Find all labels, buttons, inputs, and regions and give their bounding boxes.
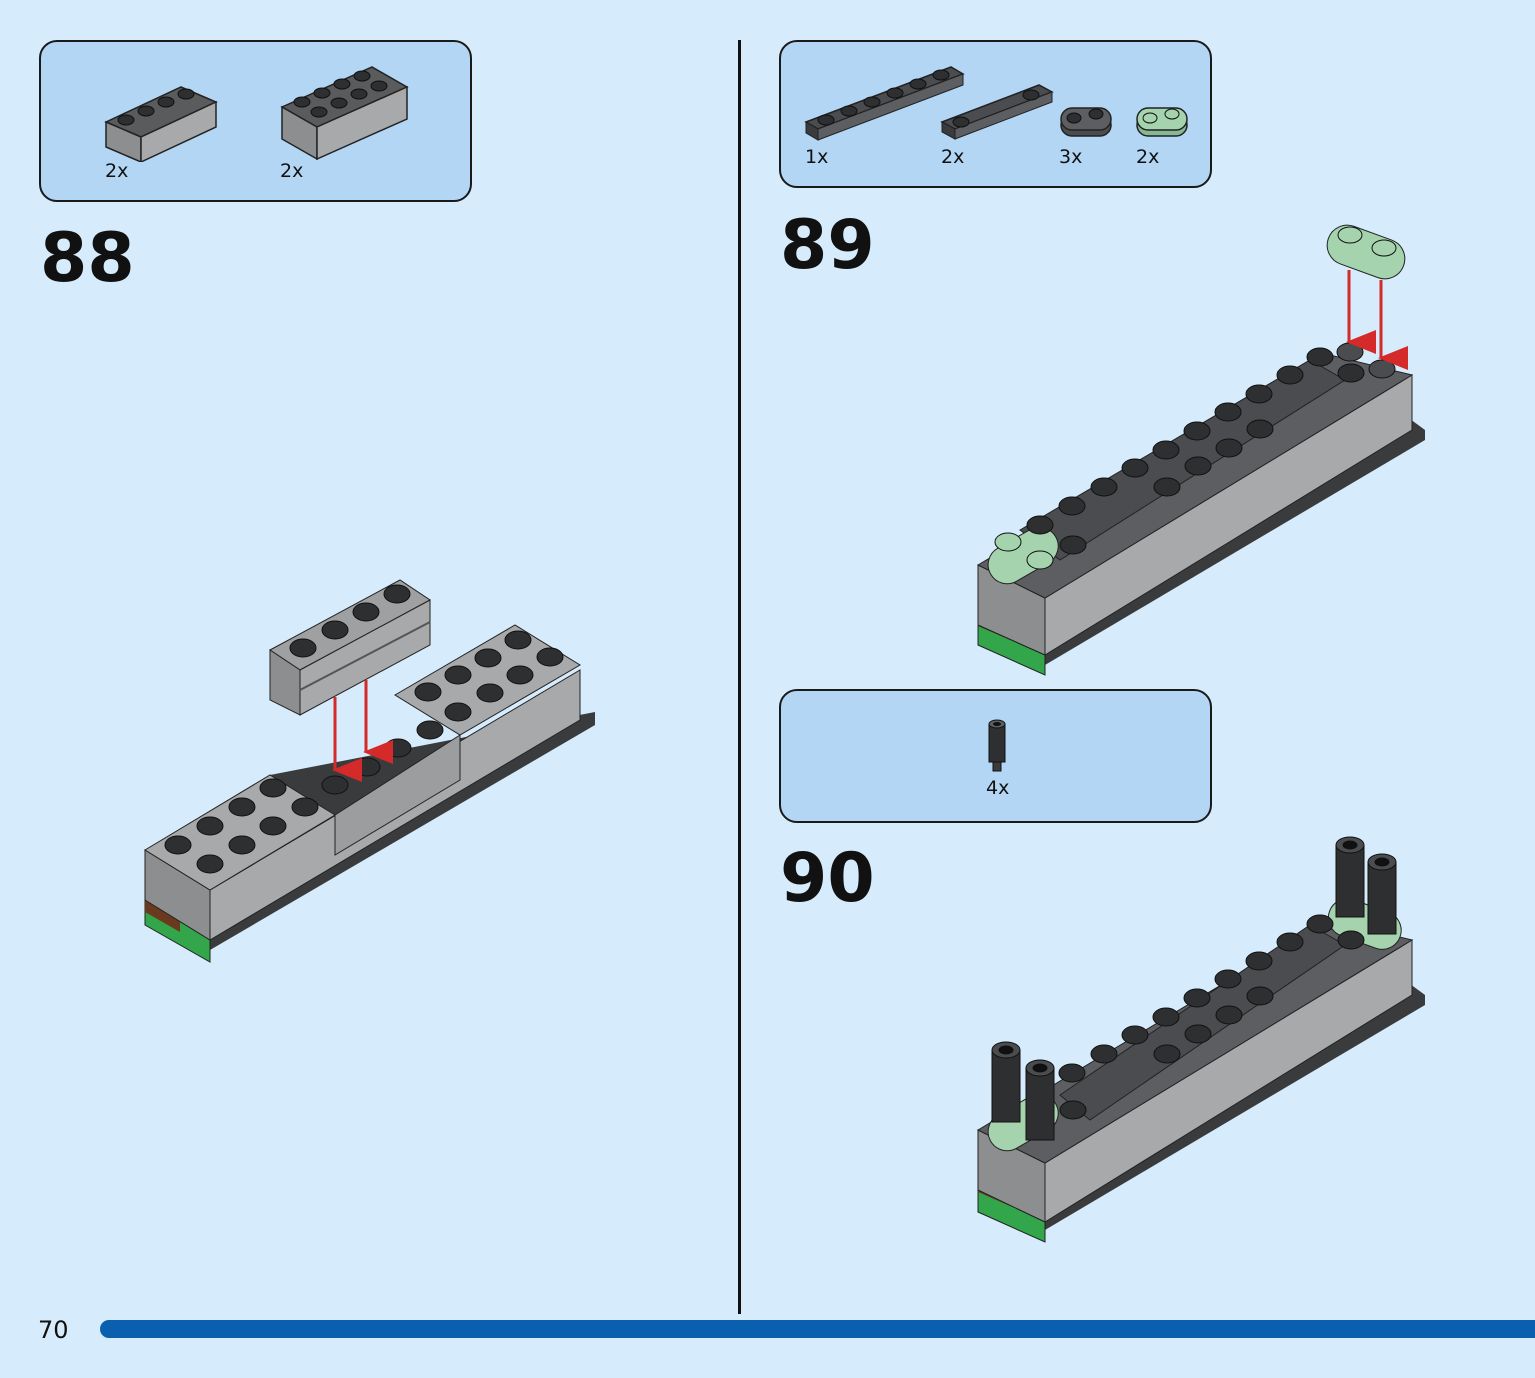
part-bar-holder-icon	[988, 719, 1006, 772]
part-qty: 1x	[805, 146, 829, 168]
step-number-90: 90	[780, 839, 875, 918]
step-88-model-illustration	[144, 579, 595, 963]
page-number: 70	[38, 1316, 69, 1344]
step-number-88: 88	[40, 219, 135, 298]
part-qty: 4x	[986, 777, 1010, 799]
step-90-model-illustration	[976, 836, 1425, 1243]
part-plate-1x2-rounded-sand-green-icon	[1136, 107, 1188, 137]
progress-bar	[100, 1320, 1535, 1338]
part-brick-2x4-icon	[280, 66, 409, 161]
part-plate-1x6-icon	[804, 66, 965, 141]
part-qty: 2x	[941, 146, 965, 168]
parts-callout-step-88: 2x 2x	[39, 40, 472, 202]
part-tile-1x4-icon	[940, 84, 1054, 140]
part-qty: 2x	[105, 160, 129, 182]
parts-callout-step-90: 4x	[779, 689, 1212, 823]
step-89-model-illustration	[976, 224, 1425, 676]
part-qty: 2x	[280, 160, 304, 182]
part-plate-1x2-rounded-dark-icon	[1060, 107, 1112, 137]
parts-callout-step-89: 1x 2x 3x 2x	[779, 40, 1212, 188]
part-brick-1x4-masonry-icon	[104, 86, 218, 162]
part-qty: 3x	[1059, 146, 1083, 168]
column-divider	[738, 40, 741, 1314]
part-qty: 2x	[1136, 146, 1160, 168]
step-number-89: 89	[780, 206, 875, 285]
